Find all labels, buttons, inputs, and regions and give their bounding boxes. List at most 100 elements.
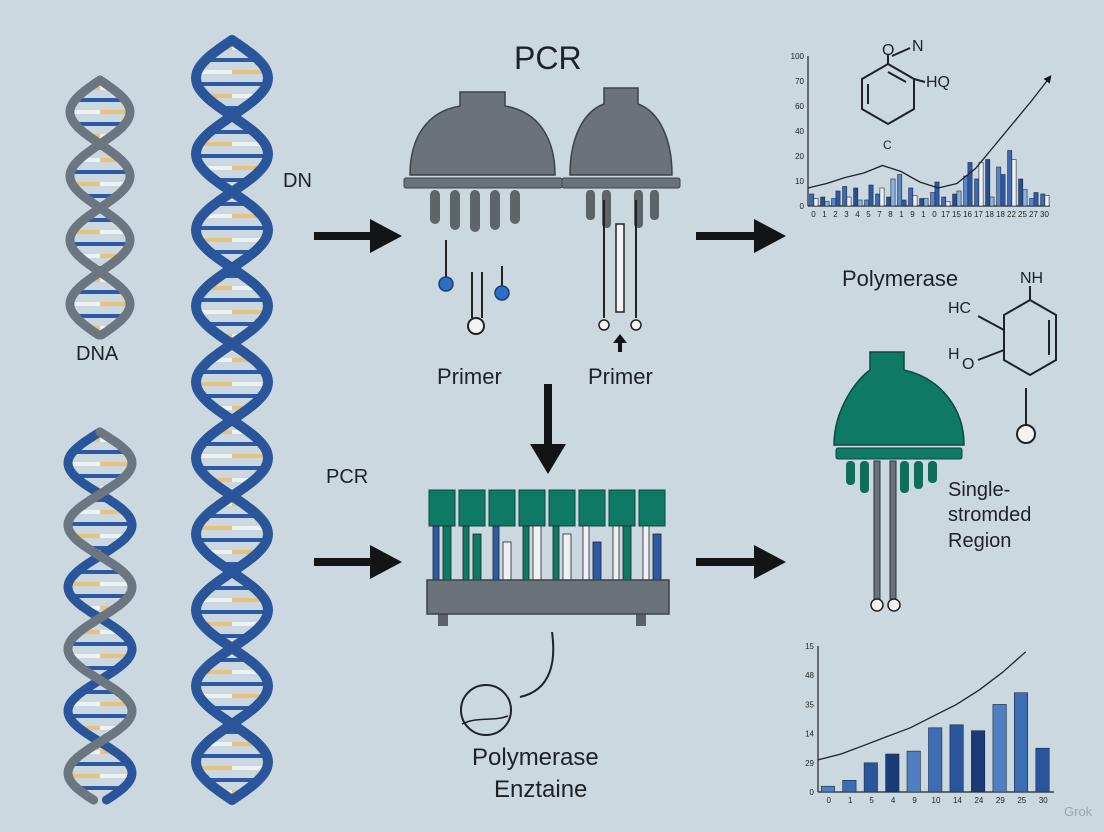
bar (923, 198, 929, 207)
bar (974, 178, 980, 207)
label-single: Single- (948, 479, 1011, 501)
bar (885, 753, 900, 793)
x-tick-label: 1 (921, 210, 926, 219)
gel-well (458, 489, 486, 527)
bar (967, 162, 973, 207)
bar (956, 190, 962, 207)
watermark-grok: Grok (1064, 804, 1093, 819)
bar (971, 730, 986, 793)
x-tick-label: 25 (1017, 796, 1026, 805)
label-polymerase-bottom: Polymerase (472, 744, 599, 771)
bar (1022, 189, 1028, 207)
gel-band (622, 525, 632, 581)
benzene-ring-icon-top (861, 47, 926, 126)
gel-well (428, 489, 456, 527)
y-tick-label: 15 (805, 642, 814, 651)
primer-device-icon-right (561, 87, 681, 352)
y-tick-label: 70 (795, 77, 804, 86)
bar (919, 198, 925, 207)
dna-strand (63, 427, 137, 805)
bar (813, 198, 819, 207)
x-tick-label: 0 (932, 210, 937, 219)
y-tick-label: 48 (805, 671, 814, 680)
bar (868, 184, 874, 207)
x-tick-label: 30 (1040, 210, 1049, 219)
dna-helix-icon-large (190, 35, 274, 805)
bar (831, 198, 837, 207)
x-tick-label: 4 (891, 796, 896, 805)
dna-helix-icon-left-bottom (63, 427, 137, 805)
x-tick-label: 27 (1029, 210, 1038, 219)
arrow-right-icon-top-right (696, 219, 786, 253)
dna-strand (190, 35, 274, 805)
x-tick-label: 3 (844, 210, 849, 219)
gel-band (582, 525, 590, 581)
bar (1013, 692, 1028, 793)
y-tick-label: 35 (805, 700, 814, 709)
y-tick-label: 100 (791, 52, 805, 61)
gel-well (518, 489, 546, 527)
gel-band (442, 525, 452, 581)
x-tick-label: 29 (996, 796, 1005, 805)
label-enztaine: Enztaine (494, 776, 588, 803)
label-stromded: stromded (948, 504, 1032, 526)
bar (1033, 192, 1039, 207)
x-tick-label: 1 (848, 796, 853, 805)
trend-line (817, 651, 1027, 761)
bar (1007, 150, 1013, 207)
y-tick-label: 20 (795, 152, 804, 161)
bar (985, 159, 991, 207)
benzene-ring-icon-bottom (977, 286, 1057, 444)
x-tick-label: 10 (932, 796, 941, 805)
gel-well (548, 489, 576, 527)
bar (853, 187, 859, 207)
bar (890, 178, 896, 207)
bar (908, 187, 914, 207)
label-dna: DNA (76, 343, 119, 365)
bar (928, 727, 943, 793)
bar (1035, 747, 1050, 793)
chem-hc: HC (948, 300, 972, 317)
bar (835, 190, 841, 207)
y-tick-label: 40 (795, 127, 804, 136)
title-pcr: PCR (514, 40, 582, 76)
bar (842, 779, 857, 793)
label-polymerase-top: Polymerase (842, 266, 959, 291)
gel-well (638, 489, 666, 527)
gel-band (592, 541, 602, 581)
bar (1040, 193, 1046, 207)
bar (906, 750, 921, 793)
bar (996, 166, 1002, 207)
x-tick-label: 17 (974, 210, 983, 219)
y-tick-label: 60 (795, 102, 804, 111)
x-tick-label: 1 (822, 210, 827, 219)
arrow-right-icon-top-left (314, 219, 402, 253)
trend-line (807, 75, 1052, 189)
x-tick-label: 16 (963, 210, 972, 219)
arrow-down-icon-center (530, 384, 566, 474)
x-tick-label: 22 (1007, 210, 1016, 219)
bar (1029, 198, 1035, 207)
label-pcr-mid: PCR (326, 466, 369, 488)
x-tick-label: 30 (1039, 796, 1048, 805)
arrow-right-icon-bottom-left (314, 545, 402, 579)
x-tick-label: 8 (888, 210, 893, 219)
gel-band (652, 533, 662, 581)
bar (820, 785, 835, 793)
dna-strand (65, 75, 135, 340)
chem-nh: NH (1020, 270, 1044, 287)
x-tick-label: 5 (866, 210, 871, 219)
label-primer-left: Primer (437, 364, 502, 389)
gel-band (492, 525, 500, 581)
x-tick-label: 25 (1018, 210, 1027, 219)
x-tick-label: 0 (811, 210, 816, 219)
gel-band (462, 525, 470, 581)
bar (879, 187, 885, 207)
label-region: Region (948, 530, 1012, 552)
chem-o2: O (962, 356, 975, 373)
bar (857, 199, 863, 207)
bar (978, 162, 984, 207)
bar (824, 201, 830, 207)
